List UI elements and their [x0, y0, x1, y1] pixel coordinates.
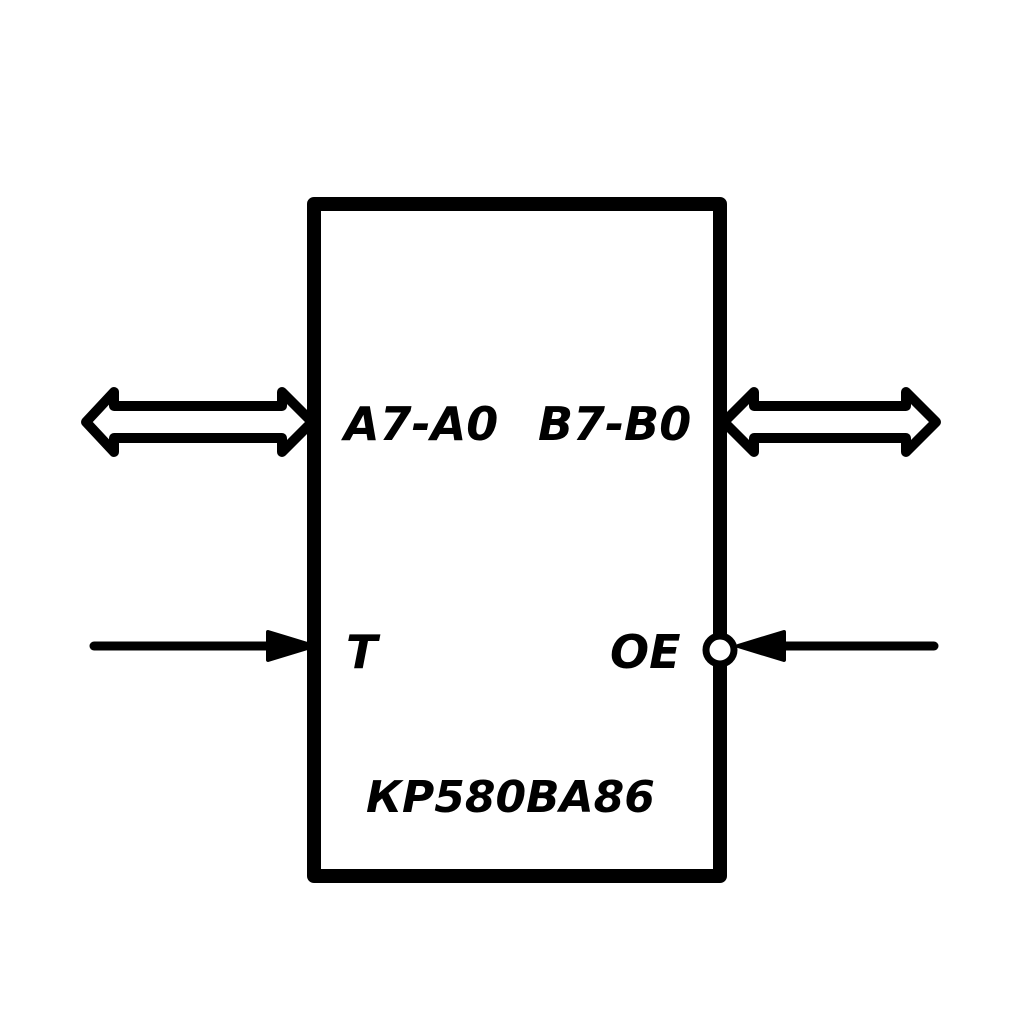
left-bus-label: A7-A0 [341, 397, 498, 451]
inversion-bubble [702, 632, 738, 668]
part-number-label: КР580ВА86 [366, 772, 655, 823]
right-bus-arrow [719, 387, 941, 457]
left-control-arrowhead [266, 630, 316, 662]
left-bus-arrow [81, 387, 317, 457]
right-control-label: OE [610, 625, 681, 679]
chip-body [307, 197, 727, 883]
left-control-label: T [346, 625, 381, 679]
right-bus-label: B7-B0 [538, 397, 691, 451]
right-control-arrowhead [736, 630, 786, 662]
